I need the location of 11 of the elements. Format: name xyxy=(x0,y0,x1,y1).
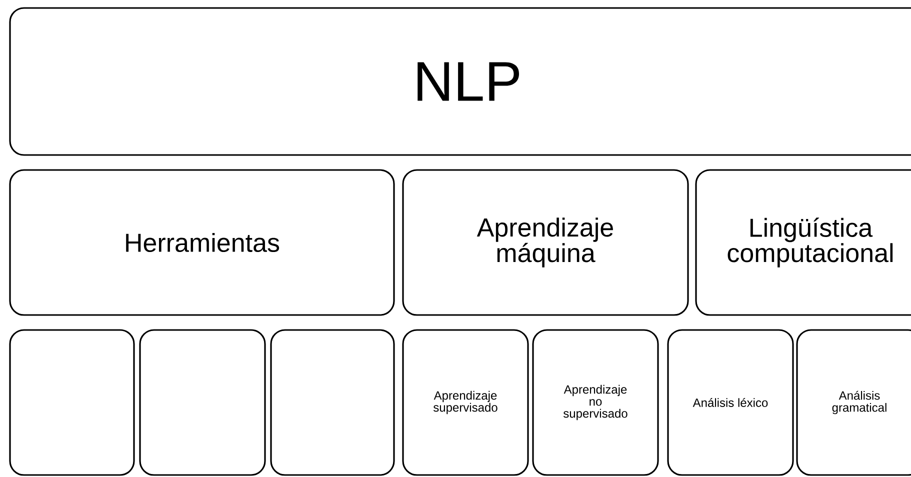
rounded-box xyxy=(139,329,266,476)
category-box: Aprendizaje no supervisado xyxy=(532,329,659,476)
rounded-box xyxy=(270,329,395,476)
category-box: Herramientas xyxy=(9,169,395,316)
category-box: Lingüística computacional xyxy=(695,169,911,316)
category-box: NLP xyxy=(9,7,911,156)
rounded-box xyxy=(9,329,135,476)
category-box: Análisis léxico xyxy=(667,329,794,476)
category-box: Aprendizaje supervisado xyxy=(402,329,529,476)
category-box: Aprendizaje máquina xyxy=(402,169,689,316)
category-box: Análisis gramatical xyxy=(796,329,911,476)
